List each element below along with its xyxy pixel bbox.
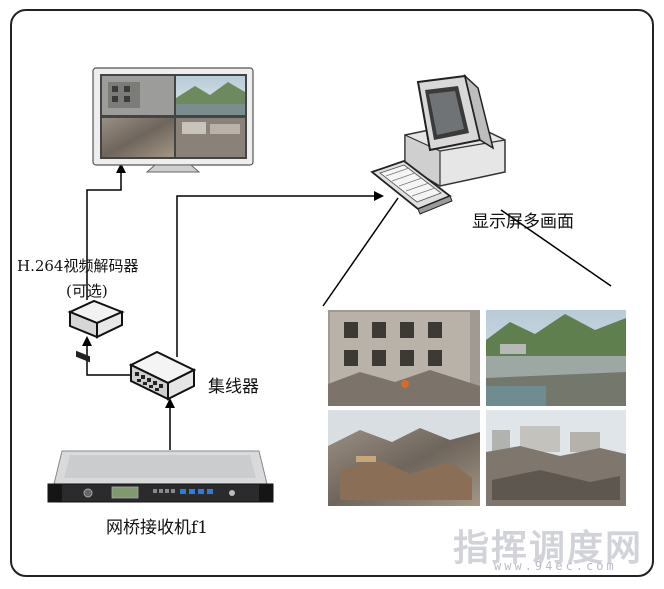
decoder-icon [67, 299, 125, 363]
hub-to-pc-line [176, 191, 384, 357]
collage-photo-valley [486, 310, 626, 406]
collage-pointer-right [500, 209, 612, 287]
watermark-logo: 指挥调度网 [453, 528, 644, 569]
connection-lines [82, 163, 612, 450]
collage-pointer-left [322, 197, 399, 307]
receiver-label: 网桥接收机f1 [106, 518, 209, 538]
photo-collage [326, 308, 628, 508]
computer-icon [404, 73, 506, 188]
decoder-label: H.264视频解码器 [17, 257, 139, 275]
receiver-icon [47, 450, 274, 503]
hub-label: 集线器 [208, 377, 259, 397]
collage-photo-building [328, 310, 480, 406]
decoder-to-tv-line [86, 163, 126, 300]
decoder-optional-label: (可选) [66, 282, 108, 300]
watermark-url: www.94ec.com [494, 559, 617, 573]
hub-to-decoder-line [82, 336, 130, 376]
hub-icon [128, 350, 197, 401]
collage-photo-town [486, 410, 626, 506]
monitor-icon [92, 67, 254, 173]
display-label: 显示屏多画面 [472, 212, 574, 232]
keyboard-icon [370, 159, 453, 215]
collage-photo-rubble [328, 410, 480, 506]
